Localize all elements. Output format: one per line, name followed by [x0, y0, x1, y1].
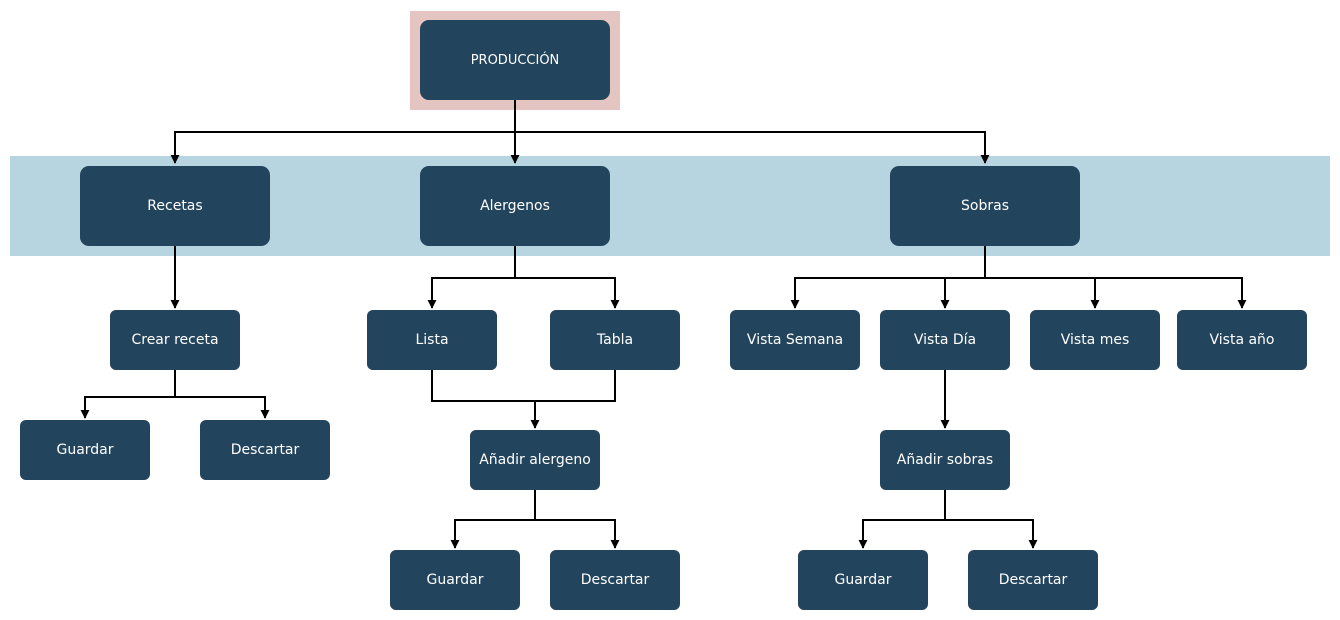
edge-alergenos-tabla — [515, 277, 620, 309]
node-vista-mes[interactable]: Vista mes — [1030, 310, 1160, 370]
edge-sobras-semana — [790, 246, 986, 309]
node-alergenos[interactable]: Alergenos — [420, 166, 610, 246]
edge-lista-tabla-join — [431, 370, 616, 402]
node-vista-dia[interactable]: Vista Día — [880, 310, 1010, 370]
edge-root-sobras — [515, 131, 990, 164]
node-alergenos-descartar[interactable]: Descartar — [550, 550, 680, 610]
node-anadir-alergeno[interactable]: Añadir alergeno — [470, 430, 600, 490]
edge-sobras-mes — [985, 277, 1100, 309]
node-crear-receta[interactable]: Crear receta — [110, 310, 240, 370]
node-alergenos-guardar[interactable]: Guardar — [390, 550, 520, 610]
node-vista-semana[interactable]: Vista Semana — [730, 310, 860, 370]
node-recetas-descartar[interactable]: Descartar — [200, 420, 330, 480]
edge-alergenos-lista — [427, 246, 516, 309]
node-lista[interactable]: Lista — [367, 310, 497, 370]
edge-root-recetas — [170, 100, 516, 164]
edge-anadir-sobras-descartar — [945, 519, 1038, 549]
node-produccion[interactable]: PRODUCCIÓN — [420, 20, 610, 100]
node-sobras-guardar[interactable]: Guardar — [798, 550, 928, 610]
node-sobras[interactable]: Sobras — [890, 166, 1080, 246]
edge-crear-descartar — [175, 396, 270, 419]
node-vista-anio[interactable]: Vista año — [1177, 310, 1307, 370]
edge-anadir-sobras-guardar — [858, 490, 946, 549]
edge-anadir-guardar — [450, 490, 536, 549]
node-recetas-guardar[interactable]: Guardar — [20, 420, 150, 480]
edge-anadir-descartar — [535, 519, 620, 549]
edge-sobras-anio — [1095, 277, 1247, 309]
node-anadir-sobras[interactable]: Añadir sobras — [880, 430, 1010, 490]
node-tabla[interactable]: Tabla — [550, 310, 680, 370]
edge-crear-guardar — [80, 370, 176, 419]
node-recetas[interactable]: Recetas — [80, 166, 270, 246]
node-sobras-descartar[interactable]: Descartar — [968, 550, 1098, 610]
